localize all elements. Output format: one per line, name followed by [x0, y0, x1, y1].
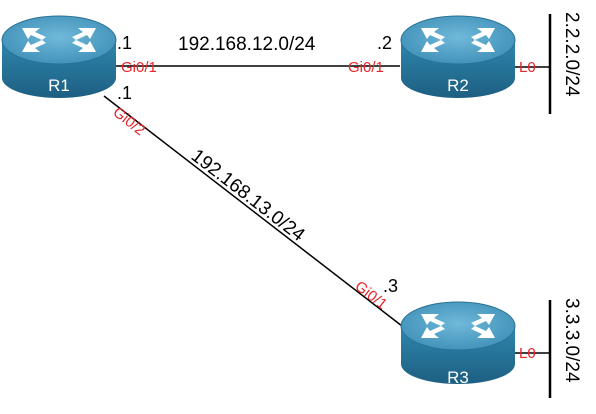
router-name: R3 — [447, 368, 469, 387]
r1-gi0-1-ip: .1 — [117, 33, 132, 53]
r2-loopback-interface: L0 — [519, 59, 536, 76]
r3-loopback-network: 3.3.3.0/24 — [561, 298, 582, 383]
r2-gi0-1-interface: Gi0/1 — [348, 59, 384, 76]
network-label-r1-r2: 192.168.12.0/24 — [178, 34, 316, 55]
r1-gi0-1-interface: Gi0/1 — [121, 59, 157, 76]
r2-loopback-network: 2.2.2.0/24 — [561, 12, 582, 97]
network-label-r1-r3: 192.168.13.0/24 — [187, 145, 309, 246]
r1-gi0-2-ip: .1 — [117, 83, 132, 103]
r1-gi0-2-interface: Gi0/2 — [110, 104, 149, 139]
router-r1: R1 — [1, 15, 117, 99]
r3-gi0-1-ip: .3 — [383, 276, 398, 296]
r2-gi0-1-ip: .2 — [377, 33, 392, 53]
router-r2: R2 — [400, 15, 516, 99]
r3-loopback-interface: L0 — [519, 345, 536, 362]
router-name: R2 — [447, 76, 469, 95]
link-r1-r3 — [103, 95, 403, 327]
router-name: R1 — [48, 76, 70, 95]
router-r3: R3 — [400, 301, 516, 387]
